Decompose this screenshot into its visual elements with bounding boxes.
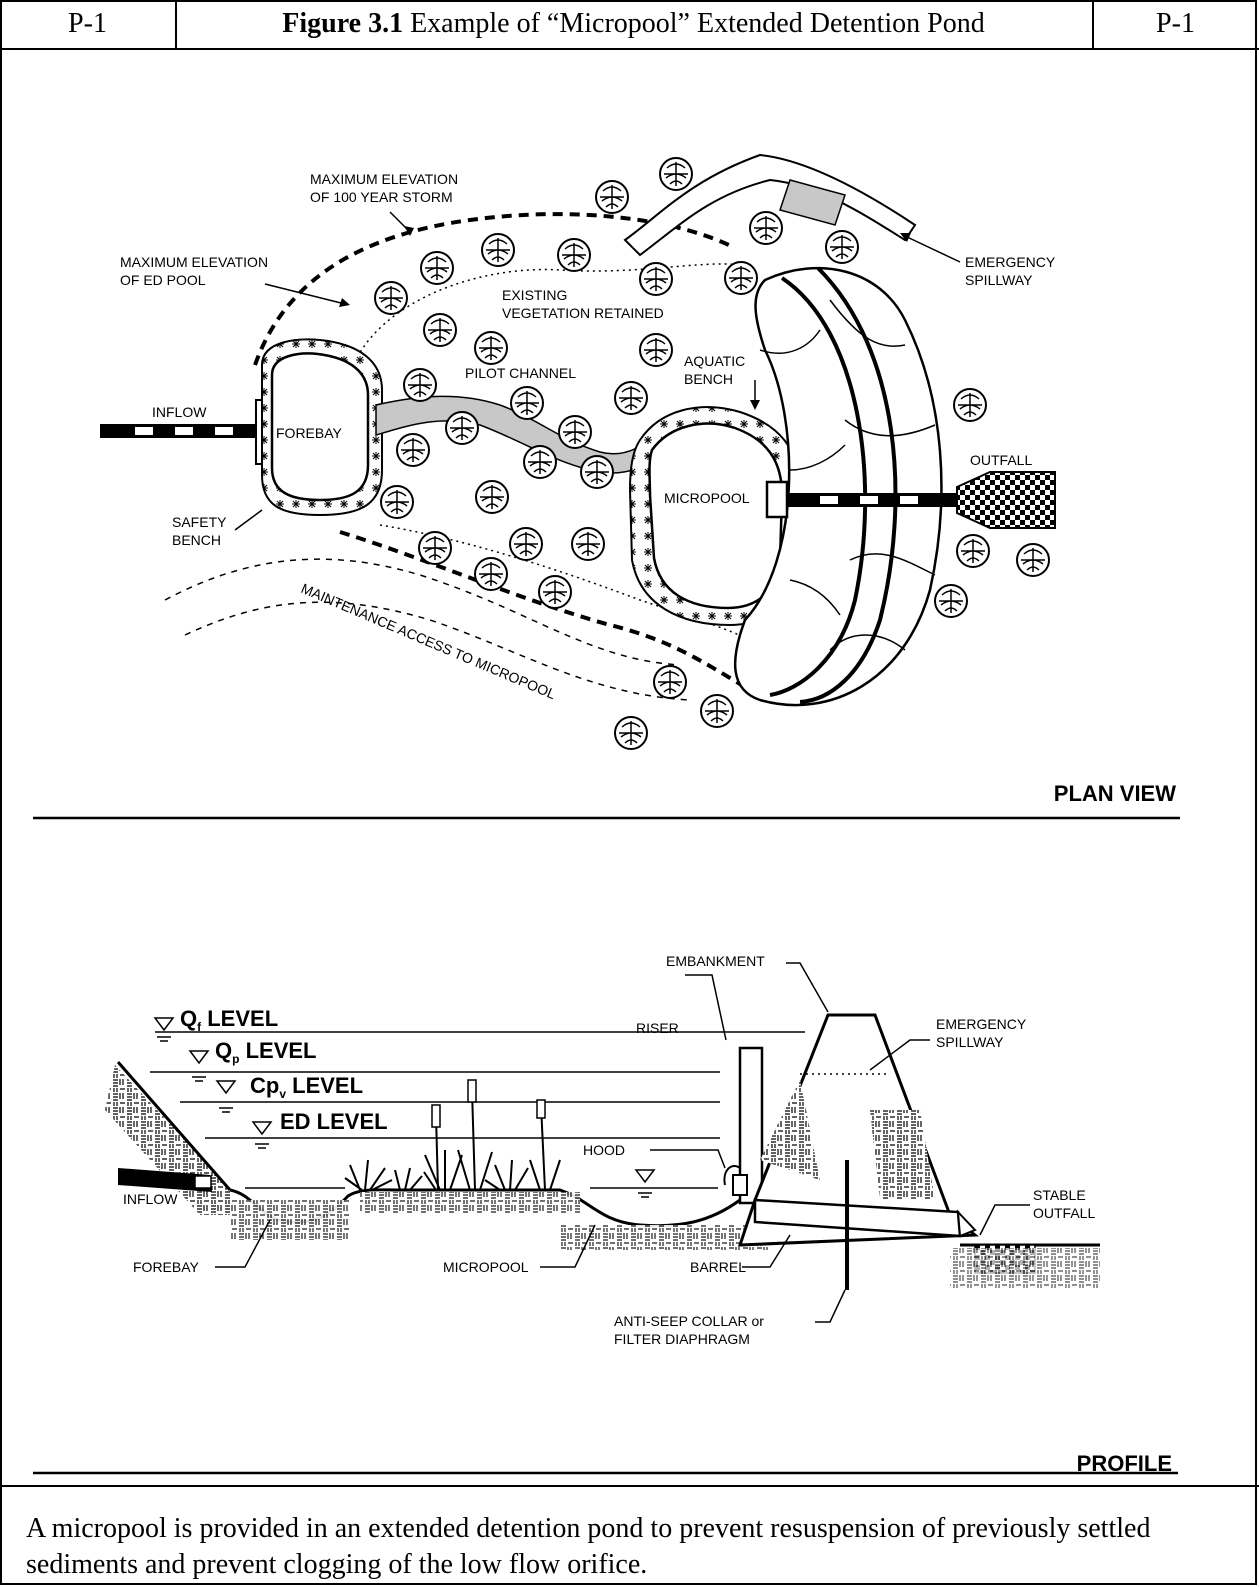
- tree-icon: [614, 716, 648, 750]
- tree-icon: [749, 211, 783, 245]
- forebay-pool: [270, 352, 370, 502]
- cpv-level-label: Cpv LEVEL: [250, 1073, 363, 1101]
- micropool-profile-label: MICROPOOL: [443, 1259, 529, 1275]
- tree-icon: [659, 157, 693, 191]
- tree-icon: [420, 251, 454, 285]
- stable-outfall-label-2: OUTFALL: [1033, 1205, 1095, 1221]
- tree-icon: [953, 388, 987, 422]
- riser-label: RISER: [636, 1020, 679, 1036]
- tree-icon: [445, 411, 479, 445]
- outfall-plan-label: OUTFALL: [970, 452, 1032, 468]
- emergency-spillway-profile-label: EMERGENCY: [936, 1016, 1027, 1032]
- safety-bench-label: SAFETY: [172, 514, 227, 530]
- emergency-spillway-plan: [623, 153, 917, 257]
- tree-icon: [523, 445, 557, 479]
- forebay-profile-label: FOREBAY: [133, 1259, 200, 1275]
- tree-icon: [557, 238, 591, 272]
- tree-icon: [418, 531, 452, 565]
- maintenance-access-path-2: [184, 601, 691, 701]
- emergency-spillway-plan-label: EMERGENCY: [965, 254, 1056, 270]
- stable-outfall-label: STABLE: [1033, 1187, 1086, 1203]
- inflow-plan-label: INFLOW: [152, 404, 207, 420]
- tree-icon: [639, 262, 673, 296]
- max-elev-100-label-2: OF 100 YEAR STORM: [310, 189, 453, 205]
- barrel-label: BARREL: [690, 1259, 746, 1275]
- inflow-profile-label: INFLOW: [123, 1191, 178, 1207]
- embankment-label: EMBANKMENT: [666, 953, 765, 969]
- hood: [732, 1174, 748, 1196]
- tree-icon: [481, 233, 515, 267]
- tree-icon: [595, 180, 629, 214]
- wetland-vegetation: [344, 1089, 561, 1191]
- tree-icon: [474, 557, 508, 591]
- embankment-plan: [734, 267, 943, 707]
- tree-icon: [510, 386, 544, 420]
- caption-divider: [0, 1485, 1259, 1487]
- existing-vegetation-label-2: VEGETATION RETAINED: [502, 305, 664, 321]
- ed-pool-boundary-lower: [379, 524, 751, 641]
- tree-icon: [423, 313, 457, 347]
- plan-view: MAXIMUM ELEVATION OF 100 YEAR STORM MAXI…: [33, 153, 1180, 820]
- qp-level-label: Qp LEVEL: [215, 1038, 316, 1066]
- tree-icon: [374, 281, 408, 315]
- tree-icon: [558, 415, 592, 449]
- emergency-spillway-plan-label-2: SPILLWAY: [965, 272, 1033, 288]
- max-elev-ed-label: MAXIMUM ELEVATION: [120, 254, 268, 270]
- figure-header: P-1 Figure 3.1 Example of “Micropool” Ex…: [0, 0, 1259, 50]
- tree-icon: [580, 455, 614, 489]
- micropool-pool: [648, 422, 784, 610]
- tree-icon: [538, 575, 572, 609]
- figure-number: Figure 3.1: [282, 8, 404, 39]
- max-elev-100-label: MAXIMUM ELEVATION: [310, 171, 458, 187]
- riser: [738, 1046, 764, 1205]
- existing-vegetation-label: EXISTING: [502, 287, 567, 303]
- maintenance-access-path: [164, 558, 681, 666]
- tree-icon: [614, 381, 648, 415]
- pilot-channel-label: PILOT CHANNEL: [465, 365, 576, 381]
- tree-icon: [509, 527, 543, 561]
- outfall-riprap: [956, 471, 1056, 529]
- micropool-plan-label: MICROPOOL: [664, 490, 750, 506]
- forebay-plan-label: FOREBAY: [276, 425, 343, 441]
- emergency-spillway-profile-label-2: SPILLWAY: [936, 1034, 1004, 1050]
- safety-bench-label-2: BENCH: [172, 532, 221, 548]
- anti-seep-label-2: FILTER DIAPHRAGM: [614, 1331, 750, 1347]
- tree-icon: [934, 584, 968, 618]
- tree-icon: [403, 368, 437, 402]
- tree-icon: [474, 331, 508, 365]
- tree-icon: [396, 433, 430, 467]
- profile-view: Qf LEVEL Qp LEVEL Cpv LEVEL ED LEVEL: [33, 953, 1178, 1476]
- tree-icon: [1016, 543, 1050, 577]
- header-left-code: P-1: [0, 0, 177, 48]
- tree-icon: [653, 665, 687, 699]
- inflow-pipe-profile: [118, 1168, 212, 1192]
- riser-plan: [765, 480, 789, 519]
- ed-level-label: ED LEVEL: [280, 1109, 388, 1134]
- tree-icon: [956, 534, 990, 568]
- tree-icon: [825, 230, 859, 264]
- maintenance-access-label: MAINTENANCE ACCESS TO MICROPOOL: [299, 580, 558, 702]
- max-elev-ed-label-2: OF ED POOL: [120, 272, 206, 288]
- figure-title: Figure 3.1 Example of “Micropool” Extend…: [175, 0, 1094, 48]
- aquatic-bench-label-2: BENCH: [684, 371, 733, 387]
- tree-icon: [571, 527, 605, 561]
- figure-caption: A micropool is provided in an extended d…: [26, 1513, 1151, 1580]
- figure-title-text: Example of “Micropool” Extended Detentio…: [403, 8, 985, 39]
- tree-icon: [380, 485, 414, 519]
- aquatic-bench-label: AQUATIC: [684, 353, 745, 369]
- qf-level-label: Qf LEVEL: [180, 1006, 278, 1034]
- header-right-code: P-1: [1156, 8, 1195, 39]
- tree-icon: [475, 480, 509, 514]
- tree-icon: [700, 694, 734, 728]
- ed-pool-boundary: [351, 263, 741, 369]
- anti-seep-label: ANTI-SEEP COLLAR or: [614, 1313, 764, 1329]
- plan-view-title: PLAN VIEW: [1054, 781, 1176, 806]
- tree-icon: [639, 333, 673, 367]
- hood-label: HOOD: [583, 1142, 625, 1158]
- tree-icon: [724, 261, 758, 295]
